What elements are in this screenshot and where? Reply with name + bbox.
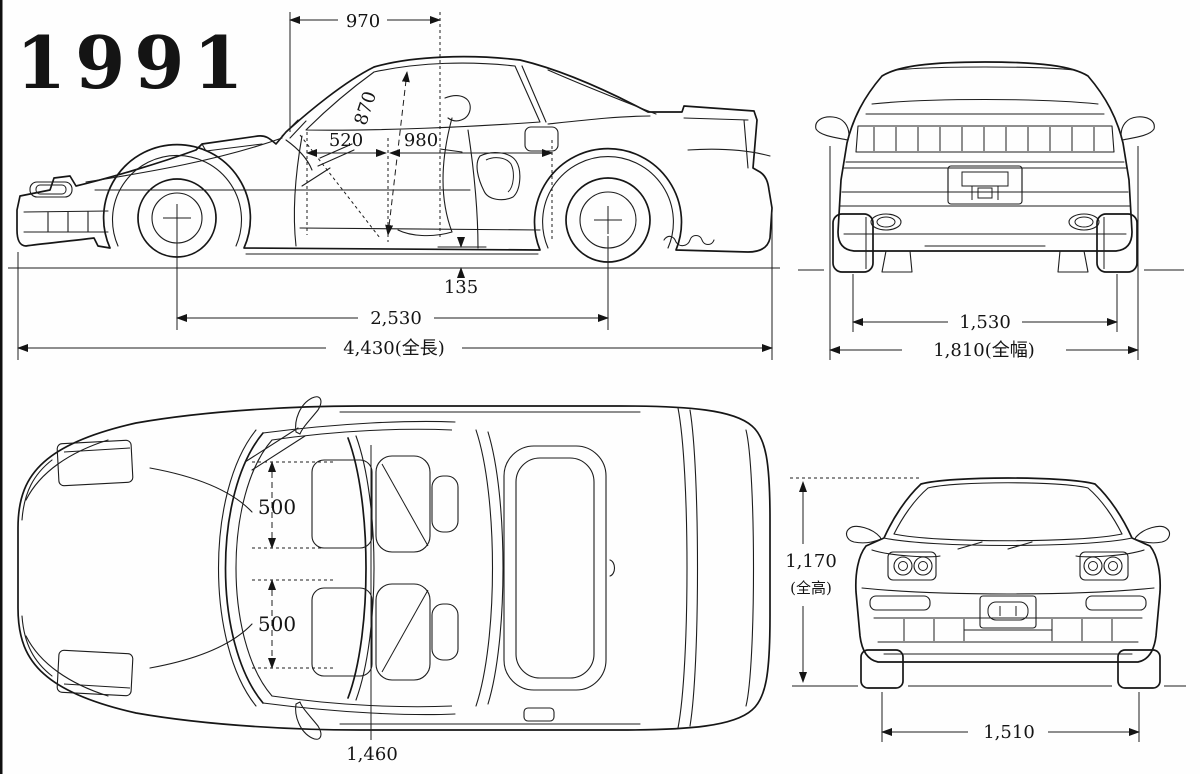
- dim-label-seat-front: 520: [329, 130, 363, 151]
- front-car-body: [845, 477, 1171, 663]
- top-view-drawing: 500 500 1,460: [17, 396, 771, 765]
- dim-label-wheelbase: 2,530: [370, 308, 422, 329]
- front-view-drawing: 1,170 (全高) 1,510: [785, 477, 1186, 743]
- rear-view-drawing: 1,530 1,810(全幅): [798, 61, 1184, 361]
- rear-car-body: [815, 61, 1155, 273]
- dim-label-roof-length: 970: [346, 11, 380, 32]
- dim-label-ground-clearance: 135: [444, 277, 478, 298]
- dim-label-overall-width: 1,810(全幅): [933, 340, 1035, 361]
- side-car-body: [16, 55, 773, 255]
- dim-label-front-tread: 1,510: [983, 722, 1035, 743]
- top-car-body: [17, 396, 771, 740]
- rear-wheels: [832, 213, 1138, 273]
- rear-dimensions: 1,530 1,810(全幅): [829, 146, 1139, 361]
- side-view-drawing: 970 870 520 980 135 2,530 4,430(全長): [8, 11, 780, 360]
- dim-label-overall-height: 1,170: [785, 551, 837, 572]
- year-title: 1991: [16, 20, 252, 105]
- side-interior: [285, 95, 471, 239]
- front-wheels: [860, 649, 1161, 689]
- dim-label-overall-length: 4,430(全長): [343, 338, 445, 359]
- dim-label-front-tread-top: 1,460: [346, 744, 398, 765]
- dim-label-overall-height-note: (全高): [790, 579, 832, 597]
- dim-label-seat-width-left: 500: [258, 495, 296, 519]
- scan-edge-line: [0, 0, 3, 774]
- side-dimensions: 970 870 520 980 135 2,530 4,430(全長): [17, 11, 773, 360]
- top-dimensions: 500 500 1,460: [252, 445, 398, 765]
- dim-label-rear-tread: 1,530: [959, 312, 1011, 333]
- seat-right: [311, 583, 459, 681]
- dim-label-cabin-length: 980: [404, 130, 438, 151]
- front-dimensions: 1,170 (全高) 1,510: [785, 477, 1140, 743]
- dim-label-seat-width-right: 500: [258, 612, 296, 636]
- seat-left: [311, 455, 459, 553]
- dim-label-seat-to-roof: 870: [350, 89, 381, 128]
